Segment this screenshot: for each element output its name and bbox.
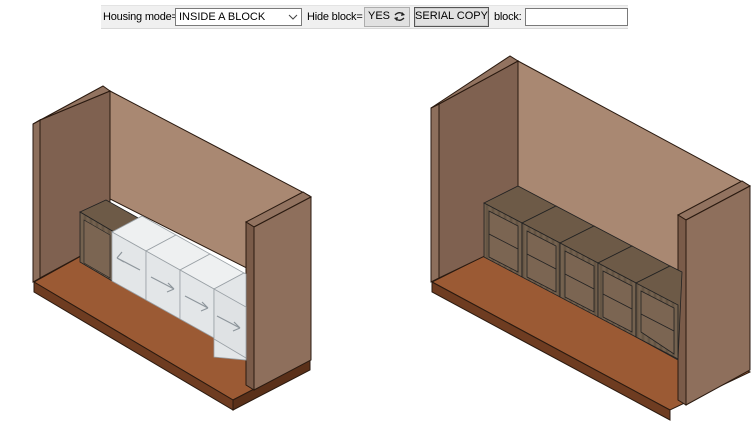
housing-mode-label: Housing mode=	[103, 11, 178, 23]
cabinet-module	[79, 199, 141, 283]
serial-copy-button[interactable]: SERIAL COPY	[414, 7, 489, 27]
housing-mode-select[interactable]: INSIDE A BLOCK	[175, 8, 302, 26]
cabinet-row	[483, 185, 683, 361]
housing-mode-value: INSIDE A BLOCK	[179, 11, 266, 23]
left-wall-front-edge	[430, 103, 440, 283]
block-label: block:	[494, 11, 522, 23]
hide-block-value: YES	[367, 10, 390, 22]
left-wall-top	[32, 85, 112, 125]
left-wall-front-edge	[32, 119, 41, 283]
ghost-blocks	[111, 215, 247, 361]
chevron-down-icon	[288, 14, 298, 20]
right-wall-side	[253, 196, 312, 391]
hide-block-label: Hide block=	[307, 11, 363, 23]
hide-block-toggle-button[interactable]: YES	[364, 7, 410, 27]
right-wall-front	[245, 221, 255, 391]
toolbar: Housing mode= INSIDE A BLOCK Hide block=…	[101, 5, 628, 29]
right-room-model	[430, 55, 752, 421]
left-room-model	[32, 85, 313, 411]
swap-arrows-icon	[394, 11, 405, 21]
floor-front	[431, 281, 671, 421]
right-wall-side	[685, 185, 751, 406]
block-input[interactable]	[525, 8, 628, 26]
left-wall-top	[430, 55, 519, 109]
